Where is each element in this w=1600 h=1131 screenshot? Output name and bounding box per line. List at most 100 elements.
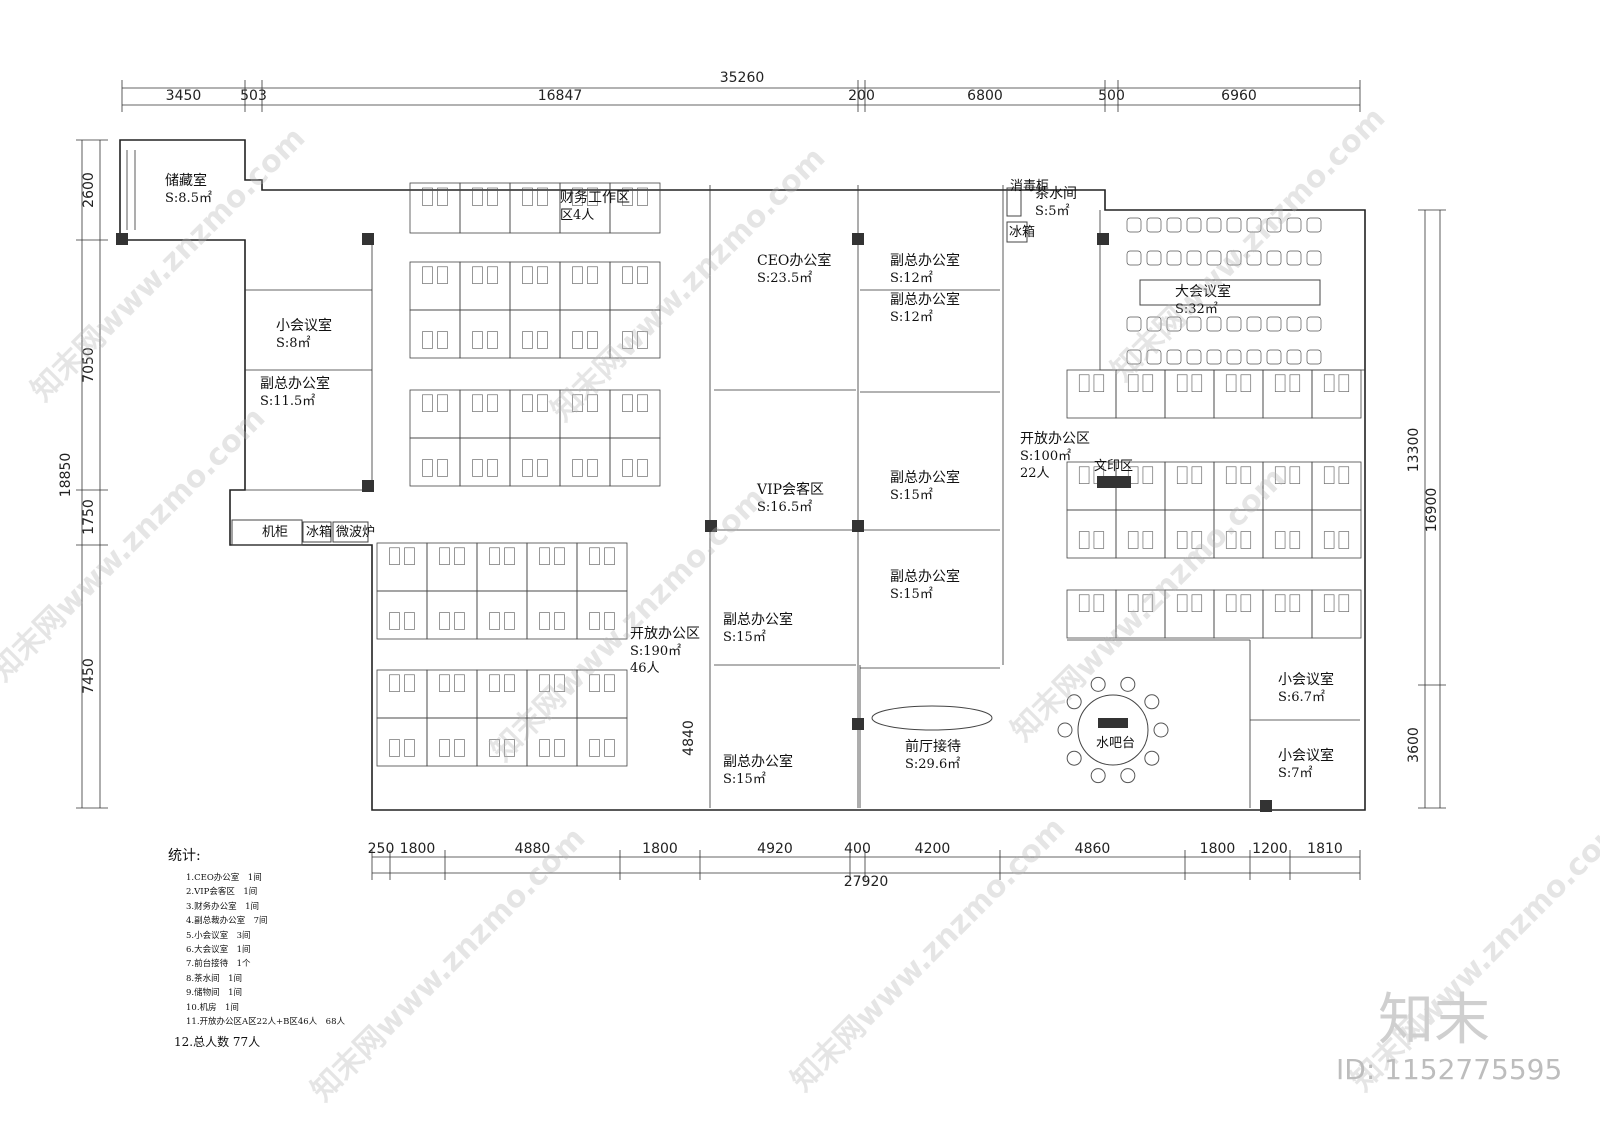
workstation <box>426 590 478 640</box>
chair <box>1066 694 1082 710</box>
microwave-label: 微波炉 <box>336 525 375 540</box>
walls <box>119 139 1366 811</box>
dimension-label: 27920 <box>844 874 889 890</box>
workstation <box>476 669 528 719</box>
dimension-label: 7450 <box>81 658 97 694</box>
column <box>362 480 374 492</box>
stats-item: 3.财务办公室 1间 <box>186 901 260 912</box>
room-name: 开放办公区 <box>1020 431 1090 447</box>
chair <box>1226 349 1242 365</box>
chair <box>1286 349 1302 365</box>
workstation <box>1262 589 1313 639</box>
chair <box>1146 349 1162 365</box>
workstation <box>1311 369 1362 419</box>
print-area-label: 文印区 <box>1094 459 1133 474</box>
chair <box>1126 217 1142 233</box>
chair <box>1126 250 1142 266</box>
room-name: 副总办公室 <box>723 753 793 770</box>
dimension-label: 13300 <box>1406 428 1422 473</box>
chair <box>1166 217 1182 233</box>
room-name: 副总办公室 <box>890 469 960 486</box>
workstation <box>409 389 461 439</box>
chair <box>1146 217 1162 233</box>
room-name: 副总办公室 <box>890 291 960 308</box>
room-area: S:190㎡ <box>630 644 681 659</box>
room-name: 小会议室 <box>1278 747 1334 764</box>
workstation <box>1262 509 1313 559</box>
dimension-label: 500 <box>1098 88 1125 104</box>
room-area: S:15㎡ <box>723 630 766 645</box>
reception-desk <box>871 705 993 731</box>
fridge-label: 冰箱 <box>306 524 332 540</box>
dimension-label: 16900 <box>1424 488 1440 533</box>
dimension-label: 1750 <box>81 499 97 535</box>
room-name: 储藏室 <box>165 172 207 189</box>
workstation <box>459 309 511 359</box>
workstation <box>1066 589 1117 639</box>
room-area: S:16.5㎡ <box>757 500 812 515</box>
room-name: 小会议室 <box>1278 671 1334 688</box>
workstation <box>476 542 528 592</box>
workstation <box>1262 461 1313 511</box>
workstation <box>609 182 661 234</box>
column <box>852 233 864 245</box>
microwave <box>332 521 369 543</box>
workstation <box>376 542 428 592</box>
column <box>1097 233 1109 245</box>
workstation <box>559 389 611 439</box>
column <box>1260 800 1272 812</box>
workstation <box>1115 369 1166 419</box>
stats-item: 4.副总裁办公室 7间 <box>186 916 268 927</box>
stats-item: 9.储物间 1间 <box>186 988 243 999</box>
image-id: ID: 1152775595 <box>1336 1053 1563 1086</box>
conference-table <box>1139 279 1321 306</box>
workstation <box>426 542 478 592</box>
workstation <box>1164 509 1215 559</box>
workstation <box>426 717 478 767</box>
room-name: 副总办公室 <box>890 568 960 585</box>
room-name: 副总办公室 <box>260 375 330 392</box>
stats-item: 11.开放办公区A区22人+B区46人 68人 <box>186 1017 345 1028</box>
dimension-label: 1800 <box>400 841 436 857</box>
workstation <box>1311 589 1362 639</box>
stats-item: 2.VIP会客区 1间 <box>186 887 258 898</box>
chair <box>1226 316 1242 332</box>
dimension-label: 1200 <box>1252 841 1288 857</box>
workstation <box>509 261 561 311</box>
workstation <box>576 590 628 640</box>
workstation <box>409 261 461 311</box>
chair <box>1186 217 1202 233</box>
chair <box>1306 217 1322 233</box>
chair <box>1166 250 1182 266</box>
room-name: 副总办公室 <box>723 611 793 628</box>
statistics-panel: 统计: 1.CEO办公室 1间 2.VIP会客区 1间 3.财务办公室 1间 4… <box>168 845 345 1050</box>
workstation <box>576 542 628 592</box>
room-area: S:6.7㎡ <box>1278 690 1325 705</box>
workstation <box>1164 461 1215 511</box>
dimension-label: 18850 <box>58 453 74 498</box>
room-area: S:8.5㎡ <box>165 191 212 206</box>
stats-item: 6.大会议室 1间 <box>186 945 251 956</box>
room-name: CEO办公室 <box>757 252 831 269</box>
chair <box>1266 217 1282 233</box>
workstation <box>576 717 628 767</box>
dimension-label: 2600 <box>81 172 97 208</box>
column <box>116 233 128 245</box>
room-name: 茶水间 <box>1035 186 1077 202</box>
room-area: S:5㎡ <box>1035 204 1070 219</box>
chair <box>1153 722 1169 738</box>
room-area: S:15㎡ <box>890 488 933 503</box>
workstation <box>476 717 528 767</box>
dimension-label: 1810 <box>1307 841 1343 857</box>
chair <box>1266 316 1282 332</box>
workstation <box>526 669 578 719</box>
dimension-label: 4880 <box>515 841 551 857</box>
workstation <box>459 437 511 487</box>
room-occupancy: 46人 <box>630 661 660 676</box>
chair <box>1120 768 1136 784</box>
chair <box>1226 250 1242 266</box>
room-name: 大会议室 <box>1175 283 1231 300</box>
stats-total: 12.总人数 77人 <box>174 1035 261 1050</box>
workstation <box>526 717 578 767</box>
